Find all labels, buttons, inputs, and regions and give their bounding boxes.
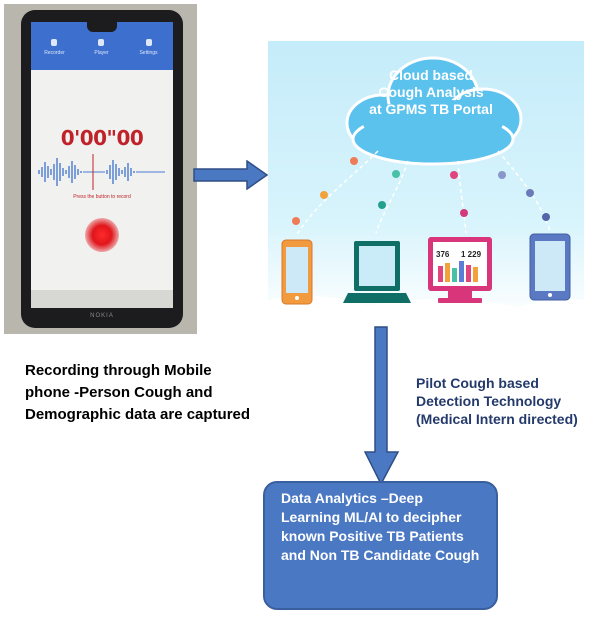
mic-icon	[51, 39, 57, 46]
tab-recorder[interactable]: Recorder	[44, 50, 65, 56]
monitor-value-2: 1 229	[461, 250, 482, 259]
data-analytics-text: Data Analytics –Deep Learning ML/AI to d…	[281, 490, 480, 563]
cloud-title-line: Cloud based	[388, 67, 473, 83]
record-hint: Press the button to record	[73, 194, 131, 200]
play-icon	[98, 39, 104, 46]
record-timer: 0'00"00	[60, 126, 144, 150]
gear-icon	[146, 39, 152, 46]
cloud-title-line: at GPMS TB Portal	[369, 101, 493, 117]
recording-caption: Recording through Mobile phone -Person C…	[25, 362, 251, 423]
down-arrow	[364, 326, 400, 486]
pilot-technology-note: Pilot Cough based Detection Technology (…	[416, 375, 578, 427]
cloud-portal-illustration: 376 1 229 Cloud based Cough Analysis at …	[268, 41, 584, 322]
monitor-value-1: 376	[436, 250, 450, 259]
audio-waveform	[38, 154, 165, 190]
tab-settings[interactable]: Settings	[139, 50, 158, 56]
cloud-title-line: Cough Analysis	[378, 84, 484, 100]
mobile-phone: Recorder Player Settings 0'00"00	[21, 10, 183, 328]
phone-screen: Recorder Player Settings 0'00"00	[31, 22, 173, 308]
record-button[interactable]	[85, 218, 119, 252]
phone-brand-logo: NOKIA	[90, 313, 114, 319]
cloud-network-graphic: 376 1 229	[268, 56, 584, 322]
data-analytics-box: Data Analytics –Deep Learning ML/AI to d…	[263, 481, 498, 610]
right-arrow	[193, 160, 269, 190]
navigation-bar	[31, 290, 173, 308]
phone-photo: Recorder Player Settings 0'00"00	[4, 4, 197, 334]
tab-player[interactable]: Player	[94, 50, 109, 56]
cloud-title: Cloud based Cough Analysis at GPMS TB Po…	[356, 67, 506, 118]
camera-notch	[87, 22, 117, 32]
